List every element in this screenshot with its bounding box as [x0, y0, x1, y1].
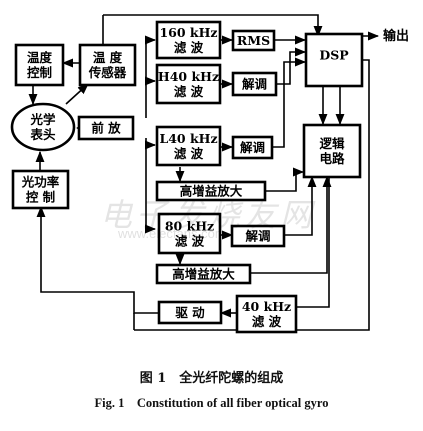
- power-control-label: 光功率控 制: [21, 175, 60, 205]
- preamp-block: [77, 115, 135, 141]
- temp-sensor-block: [78, 43, 137, 87]
- block-label-line: 高增益放大: [172, 267, 235, 282]
- preamp-label: 前 放: [91, 121, 121, 136]
- filter-40k-block: [235, 294, 298, 334]
- hg-amp-2-label: 高增益放大: [172, 267, 235, 282]
- block-label-line: 控 制: [26, 190, 55, 205]
- logic-circuit-block: [302, 123, 362, 179]
- output-label: 输出: [383, 28, 409, 44]
- temp-control-block: [14, 43, 65, 87]
- block-label-line: 表头: [29, 127, 56, 142]
- gyro-head-label: 光学表头: [29, 112, 56, 142]
- driver-label: 驱 动: [175, 305, 205, 320]
- filter-l40k-block: [155, 125, 222, 167]
- hg-amp-2-block: [155, 263, 252, 285]
- block-label-line: L40 kHz: [159, 131, 217, 146]
- demod-2-label: 解调: [240, 140, 265, 155]
- caption-english: Fig. 1 Constitution of all fiber optical…: [94, 396, 329, 410]
- block-label-line: 温 度: [93, 50, 123, 65]
- filter-160k-block: [155, 20, 222, 60]
- temp-control-label: 温度控制: [27, 50, 53, 80]
- power-control-block: [11, 169, 70, 210]
- block-label-line: 控制: [27, 65, 52, 80]
- rms-block: [231, 29, 276, 52]
- block-label-line: 解调: [240, 140, 265, 155]
- caption-chinese: 图 1 全光纤陀螺的组成: [139, 371, 284, 386]
- blocks: [10, 20, 364, 334]
- block-label-line: 滤 波: [174, 40, 204, 55]
- dsp-block: [304, 32, 364, 88]
- block-label-line: 40 kHz: [242, 299, 291, 314]
- filter-80k-block: [157, 212, 222, 255]
- block-label-line: 传感器: [88, 65, 127, 80]
- block-label-line: 电路: [319, 151, 345, 166]
- dsp-label: DSP: [319, 48, 349, 63]
- temp-sensor-label: 温 度传感器: [88, 50, 127, 80]
- demod-1-block: [231, 71, 278, 97]
- demod-1-label: 解调: [242, 77, 267, 92]
- demod-3-block: [230, 224, 286, 248]
- driver-block: [157, 300, 223, 325]
- block-label-line: DSP: [319, 48, 349, 63]
- demod-3-label: 解调: [245, 229, 270, 244]
- rms-label: RMS: [237, 33, 270, 48]
- hg-amp-1-label: 高增益放大: [180, 184, 243, 199]
- block-label-line: 滤 波: [174, 84, 204, 99]
- block-label-line: 160 kHz: [159, 25, 217, 40]
- block-label-line: 前 放: [91, 121, 121, 136]
- block-label-line: 80 kHz: [165, 219, 214, 234]
- block-label-line: 光功率: [21, 175, 60, 190]
- block-label-line: 解调: [245, 229, 270, 244]
- block-label-line: 逻辑: [319, 136, 345, 151]
- block-label-line: 滤 波: [175, 234, 205, 249]
- block-label-line: 驱 动: [175, 305, 205, 320]
- logic-circuit-label: 逻辑电路: [319, 136, 345, 166]
- filter-h40k-block: [155, 63, 222, 105]
- block-label-line: 解调: [242, 77, 267, 92]
- gyro-head-circle: [10, 102, 76, 152]
- block-label-line: RMS: [237, 33, 270, 48]
- block-label-line: H40 kHz: [158, 69, 219, 84]
- block-label-line: 滤 波: [174, 146, 204, 161]
- block-label-line: 高增益放大: [180, 184, 243, 199]
- demod-2-block: [231, 135, 274, 160]
- block-label-line: 滤 波: [252, 314, 282, 329]
- hg-amp-1-block: [155, 180, 267, 202]
- block-label-line: 光学: [29, 112, 56, 127]
- block-label-line: 温度: [27, 50, 53, 65]
